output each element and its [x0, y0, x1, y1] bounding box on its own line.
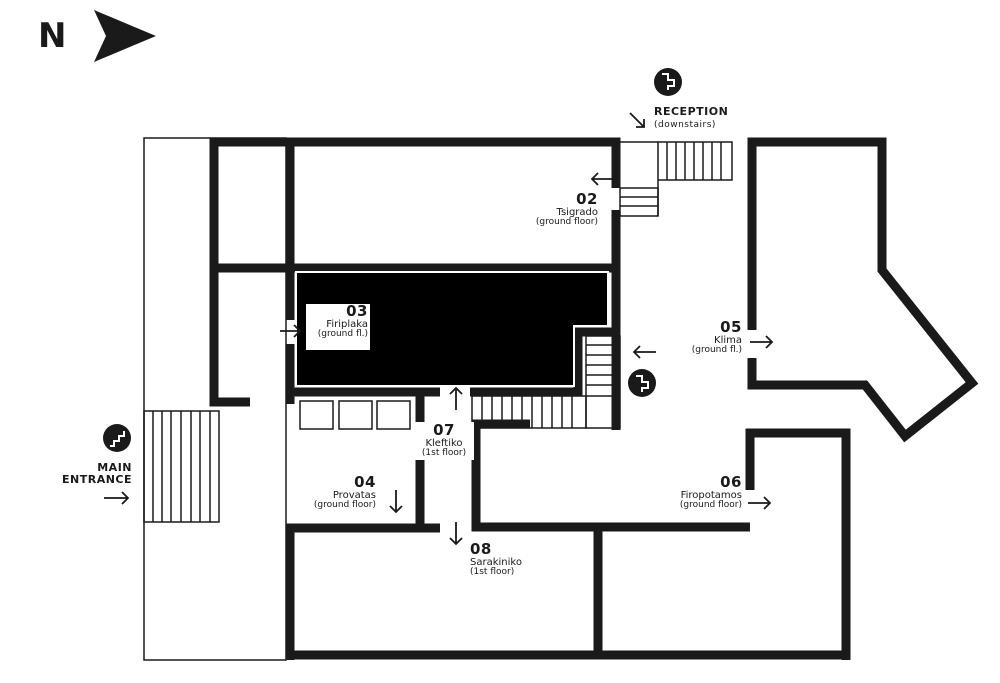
room-05-label[interactable]: 05 Klima (ground fl.) — [691, 318, 742, 356]
courtyard — [295, 271, 609, 387]
arrow-icons — [104, 112, 774, 546]
room-07-label[interactable]: 07 Kleftiko (1st floor) — [414, 422, 474, 460]
north-label: N — [38, 16, 67, 56]
room-03-label[interactable]: 03 Firiplaka (ground fl.) — [317, 302, 368, 340]
room-08-label[interactable]: 08 Sarakiniko (1st floor) — [470, 540, 522, 578]
room-02-label[interactable]: 02 Tsigrado (ground floor) — [535, 190, 598, 228]
stairs-icon-reception — [654, 68, 682, 96]
main-entrance-label: MAIN ENTRANCE — [62, 461, 132, 487]
reception-label: RECEPTION (downstairs) — [654, 105, 729, 131]
room-04-label[interactable]: 04 Provatas (ground floor) — [313, 473, 376, 511]
stairs-icon-central — [628, 369, 656, 397]
north-arrow-icon — [94, 10, 156, 62]
stairs-icon-entrance — [103, 424, 131, 452]
room-06-label[interactable]: 06 Firopotamos (ground floor) — [679, 473, 742, 511]
